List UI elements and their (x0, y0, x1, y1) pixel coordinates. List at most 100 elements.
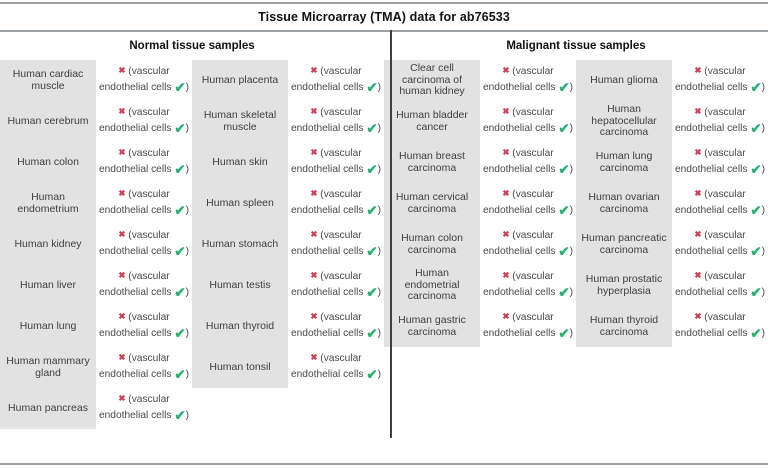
tissue-row: Clear cell carcinoma of human kidney ✖ (… (384, 60, 576, 101)
negative-x-icon: ✖ (310, 311, 318, 322)
tissue-name-cell: Human tonsil (192, 347, 288, 388)
tissue-name-cell: Human pancreatic carcinoma (576, 224, 672, 265)
tissue-name-cell: Human kidney (0, 224, 96, 265)
negative-x-icon: ✖ (118, 147, 126, 158)
positive-check-icon: ✔ (174, 325, 186, 341)
negative-x-icon: ✖ (502, 106, 510, 117)
tissue-name-cell: Human gastric carcinoma (384, 306, 480, 347)
tissue-name-cell: Human thyroid (192, 306, 288, 347)
tissue-name-cell: Human thyroid carcinoma (576, 306, 672, 347)
tissue-name-cell: Human hepatocellular carcinoma (576, 101, 672, 142)
negative-x-icon: ✖ (118, 311, 126, 322)
negative-x-icon: ✖ (310, 229, 318, 240)
tissue-name-cell: Human cardiac muscle (0, 60, 96, 101)
tissue-name-cell: Human skin (192, 142, 288, 183)
positive-check-icon: ✔ (558, 202, 570, 218)
negative-x-icon: ✖ (502, 229, 510, 240)
tissue-name-cell: Human mammary gland (0, 347, 96, 388)
positive-check-icon: ✔ (750, 161, 762, 177)
tissue-name-cell: Human colon (0, 142, 96, 183)
tissue-name-cell: Human colon carcinoma (384, 224, 480, 265)
tissue-name-cell: Human endometrium (0, 183, 96, 224)
negative-x-icon: ✖ (502, 188, 510, 199)
negative-x-icon: ✖ (118, 270, 126, 281)
tissue-name-cell: Human lung carcinoma (576, 142, 672, 183)
positive-check-icon: ✔ (366, 120, 378, 136)
tissue-name-cell: Human liver (0, 265, 96, 306)
positive-check-icon: ✔ (174, 120, 186, 136)
negative-x-icon: ✖ (502, 311, 510, 322)
table-content: Normal tissue samples Human cardiac musc… (0, 30, 768, 438)
negative-x-icon: ✖ (310, 270, 318, 281)
positive-check-icon: ✔ (558, 284, 570, 300)
negative-x-icon: ✖ (694, 147, 702, 158)
negative-x-icon: ✖ (694, 229, 702, 240)
negative-x-icon: ✖ (310, 352, 318, 363)
positive-check-icon: ✔ (366, 202, 378, 218)
section-header: Malignant tissue samples (506, 40, 646, 52)
positive-check-icon: ✔ (750, 325, 762, 341)
positive-check-icon: ✔ (174, 284, 186, 300)
negative-x-icon: ✖ (118, 106, 126, 117)
positive-check-icon: ✔ (750, 284, 762, 300)
positive-check-icon: ✔ (750, 79, 762, 95)
negative-x-icon: ✖ (118, 188, 126, 199)
positive-check-icon: ✔ (558, 79, 570, 95)
negative-x-icon: ✖ (118, 352, 126, 363)
title-divider (0, 30, 768, 32)
